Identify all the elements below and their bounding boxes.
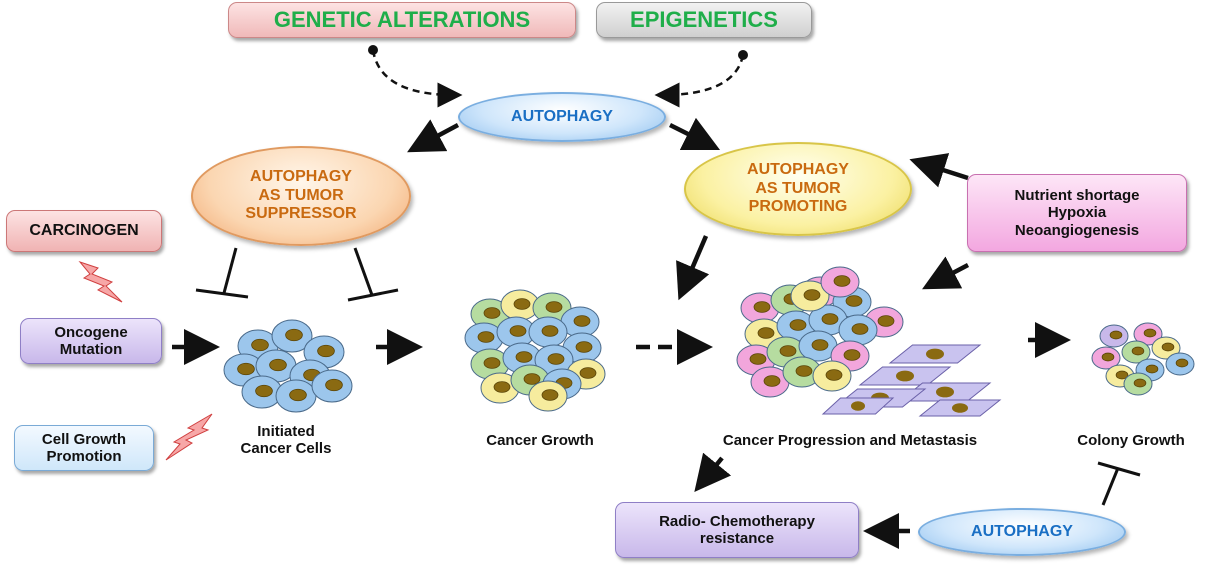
epigenetics-to-autophagy-arrow — [654, 50, 748, 108]
cell — [1091, 346, 1121, 370]
cancer-growth-label: Cancer Growth — [486, 432, 594, 449]
oncogene-line-2: Mutation — [59, 341, 123, 358]
progression-to-radio-arrow — [694, 452, 732, 492]
autophagy-bottom-label: AUTOPHAGY — [971, 522, 1073, 540]
cell-growth-promotion-box: Cell Growth Promotion — [14, 425, 154, 471]
cell — [812, 360, 852, 392]
promoting-line-1: AUTOPHAGY — [747, 160, 849, 178]
cancer-growth-cluster — [464, 289, 606, 412]
nutrient-to-promoting-arrow — [909, 153, 969, 188]
autophagy-top-label: AUTOPHAGY — [511, 107, 613, 125]
suppressor-inhibit-right — [347, 247, 399, 302]
carcinogen-box: CARCINOGEN — [6, 210, 162, 252]
cell-growth-line-1: Cell Growth — [41, 430, 127, 448]
autophagy-to-promoting-arrow — [668, 117, 721, 151]
suppressor-line-1: AUTOPHAGY — [250, 167, 352, 185]
radio-line-2: resistance — [699, 530, 775, 547]
initiated-line-1: Initiated — [257, 423, 315, 440]
cell — [798, 330, 838, 362]
genetic-to-autophagy-arrow — [368, 45, 463, 108]
cell — [838, 314, 878, 346]
cell — [1133, 322, 1163, 346]
lightning-icon — [78, 260, 123, 303]
cell — [464, 322, 504, 354]
cell — [311, 369, 353, 403]
fibroblast-cell — [821, 397, 895, 415]
cell — [1165, 352, 1195, 376]
carcinogen-label: CARCINOGEN — [29, 221, 139, 239]
oncogene-mutation-box: Oncogene Mutation — [20, 318, 162, 364]
cell — [1123, 372, 1153, 396]
cell — [740, 292, 780, 324]
cell — [275, 379, 317, 413]
nutrient-line-2: Hypoxia — [1047, 204, 1107, 222]
oncogene-line-1: Oncogene — [54, 323, 128, 341]
cancer-progression-cluster — [736, 266, 1002, 417]
cell — [528, 380, 568, 412]
cell — [1099, 324, 1129, 348]
autophagy-promoting-oval: AUTOPHAGY AS TUMOR PROMOTING — [684, 142, 912, 236]
promoting-line-3: PROMOTING — [748, 198, 848, 216]
cell-growth-line-2: Promotion — [46, 448, 122, 465]
suppressor-line-3: SUPPRESSOR — [245, 205, 357, 223]
lightning-icon — [165, 413, 213, 461]
autophagy-top-oval: AUTOPHAGY — [458, 92, 666, 142]
cell — [782, 356, 822, 388]
radio-line-1: Radio- Chemotherapy — [659, 512, 815, 530]
nutrient-line-3: Neoangiogenesis — [1014, 221, 1140, 239]
autophagy-inhibit-colony — [1097, 461, 1141, 506]
fibroblast-cell — [888, 344, 982, 364]
autophagy-suppressor-oval: AUTOPHAGY AS TUMOR SUPPRESSOR — [191, 146, 411, 246]
suppressor-inhibit-left — [195, 247, 249, 299]
initiated-cancer-cells-cluster — [223, 319, 353, 413]
fibroblast-cell — [918, 399, 1002, 417]
genetic-alterations-box: GENETIC ALTERATIONS — [228, 2, 576, 38]
initiated-line-2: Cancer Cells — [240, 439, 332, 457]
suppressor-line-2: AS TUMOR — [258, 186, 344, 204]
autophagy-bottom-oval: AUTOPHAGY — [918, 508, 1126, 556]
nutrient-line-1: Nutrient shortage — [1014, 187, 1140, 205]
cell — [534, 344, 574, 376]
epigenetics-label: EPIGENETICS — [630, 7, 778, 33]
cell — [241, 375, 283, 409]
initiated-cancer-cells-label: Initiated Cancer Cells — [226, 423, 346, 458]
promoting-to-growth-arrow — [676, 235, 710, 301]
cell — [496, 316, 536, 348]
cell — [750, 366, 790, 398]
nutrient-to-progression-arrow — [922, 256, 970, 290]
cell — [500, 289, 540, 321]
cell — [1121, 340, 1151, 364]
cell — [528, 316, 568, 348]
epigenetics-box: EPIGENETICS — [596, 2, 812, 38]
cell — [820, 266, 860, 298]
autophagy-to-suppressor-arrow — [407, 119, 460, 153]
cell — [480, 372, 520, 404]
promoting-line-2: AS TUMOR — [755, 179, 841, 197]
fibroblast-cell — [858, 366, 952, 386]
cell — [271, 319, 313, 353]
nutrient-hypoxia-box: Nutrient shortage Hypoxia Neoangiogenesi… — [967, 174, 1187, 252]
colony-growth-label: Colony Growth — [1077, 432, 1185, 449]
radio-chemotherapy-resistance-box: Radio- Chemotherapy resistance — [615, 502, 859, 558]
cell — [790, 280, 830, 312]
colony-growth-cluster — [1091, 322, 1195, 396]
cell — [1151, 336, 1181, 360]
genetic-alterations-label: GENETIC ALTERATIONS — [273, 7, 531, 33]
cancer-progression-label: Cancer Progression and Metastasis — [722, 432, 978, 449]
cell — [255, 349, 297, 383]
